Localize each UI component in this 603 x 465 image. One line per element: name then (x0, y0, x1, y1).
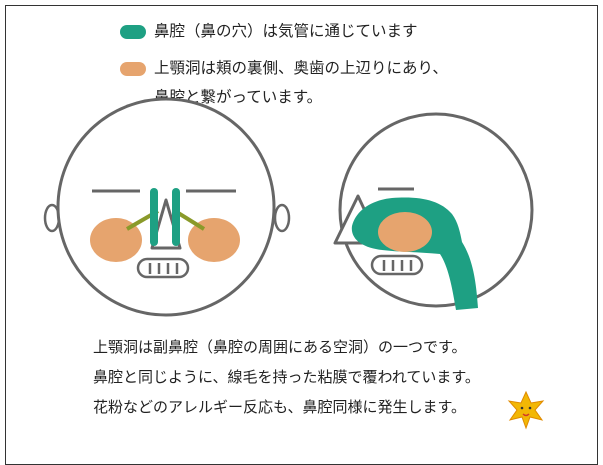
nasal-cavity-swatch (120, 24, 146, 39)
description-line-3: 花粉などのアレルギー反応も、鼻腔同様に発生します。 (93, 398, 467, 416)
maxillary-sinus-swatch (120, 61, 146, 76)
legend-item-maxillary-sinus: 上顎洞は頬の裏側、奥歯の上辺りにあり、 (120, 59, 448, 77)
front-teeth (136, 257, 190, 279)
front-right-ear (273, 203, 291, 233)
legend-label-maxillary-sinus: 上顎洞は頬の裏側、奥歯の上辺りにあり、 (154, 59, 448, 77)
side-teeth (370, 254, 424, 276)
description-line-1: 上顎洞は副鼻腔（鼻腔の周囲にある空洞）の一つです。 (93, 338, 467, 356)
front-right-nasal-cavity (172, 188, 180, 246)
legend-label-maxillary-sinus-continued: 鼻腔と繋がっています。 (154, 88, 323, 106)
legend-item-nasal-cavity: 鼻腔（鼻の穴）は気管に通じています (120, 22, 418, 40)
side-view-head (333, 112, 534, 310)
description-line-2: 鼻腔と同じように、線毛を持った粘膜で覆われています。 (93, 368, 480, 386)
front-left-nasal-cavity (150, 188, 158, 246)
star-icon (507, 390, 545, 430)
front-view-head (43, 97, 291, 317)
legend-label-nasal-cavity: 鼻腔（鼻の穴）は気管に通じています (154, 22, 418, 40)
side-maxillary-sinus (378, 212, 432, 252)
sinus-diagram (43, 97, 545, 430)
